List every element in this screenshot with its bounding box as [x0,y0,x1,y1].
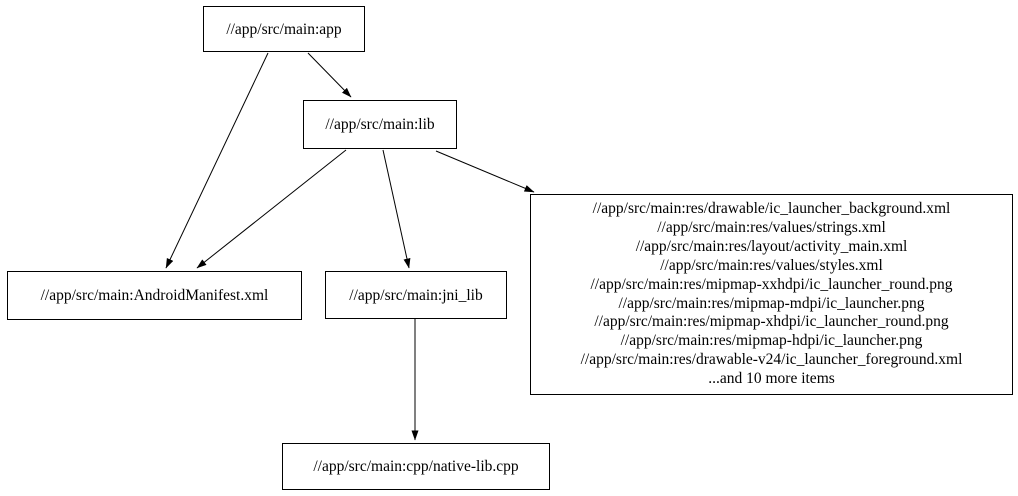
edge-app-to-lib [307,52,352,98]
edge-lib-to-jni-lib [382,149,411,269]
resource-item: //app/src/main:res/mipmap-xxhdpi/ic_laun… [590,275,953,293]
resource-item: //app/src/main:res/mipmap-hdpi/ic_launch… [620,332,923,350]
graph-node-android-manifest-label: //app/src/main:AndroidManifest.xml [40,287,269,304]
graph-node-app: //app/src/main:app [203,6,365,52]
graph-node-app-label: //app/src/main:app [226,20,342,38]
resource-item: //app/src/main:res/drawable-v24/ic_launc… [580,351,963,369]
resource-item: //app/src/main:res/mipmap-mdpi/ic_launch… [618,294,925,312]
resource-item: //app/src/main:res/drawable/ic_launcher_… [592,199,951,217]
resource-item: //app/src/main:res/values/styles.xml [660,256,883,274]
graph-node-jni-lib-label: //app/src/main:jni_lib [349,286,483,304]
resource-item: //app/src/main:res/values/strings.xml [657,218,886,236]
graph-node-native-lib-cpp: //app/src/main:cpp/native-lib.cpp [282,443,550,490]
graph-node-native-lib-cpp-label: //app/src/main:cpp/native-lib.cpp [313,458,519,475]
edge-lib-to-resources [435,150,535,193]
resource-items-overflow-note: ...and 10 more items [708,370,835,388]
resource-item: //app/src/main:res/mipmap-xhdpi/ic_launc… [594,313,949,331]
graph-node-lib: //app/src/main:lib [303,100,457,149]
graph-node-jni-lib: //app/src/main:jni_lib [325,271,507,319]
edge-app-to-manifest [165,52,269,269]
resource-item: //app/src/main:res/layout/activity_main.… [635,237,908,255]
graph-node-lib-label: //app/src/main:lib [325,116,435,133]
graph-node-android-manifest: //app/src/main:AndroidManifest.xml [7,271,302,320]
graph-node-resources-group: //app/src/main:res/drawable/ic_launcher_… [530,194,1013,395]
edge-lib-to-manifest [196,149,347,269]
